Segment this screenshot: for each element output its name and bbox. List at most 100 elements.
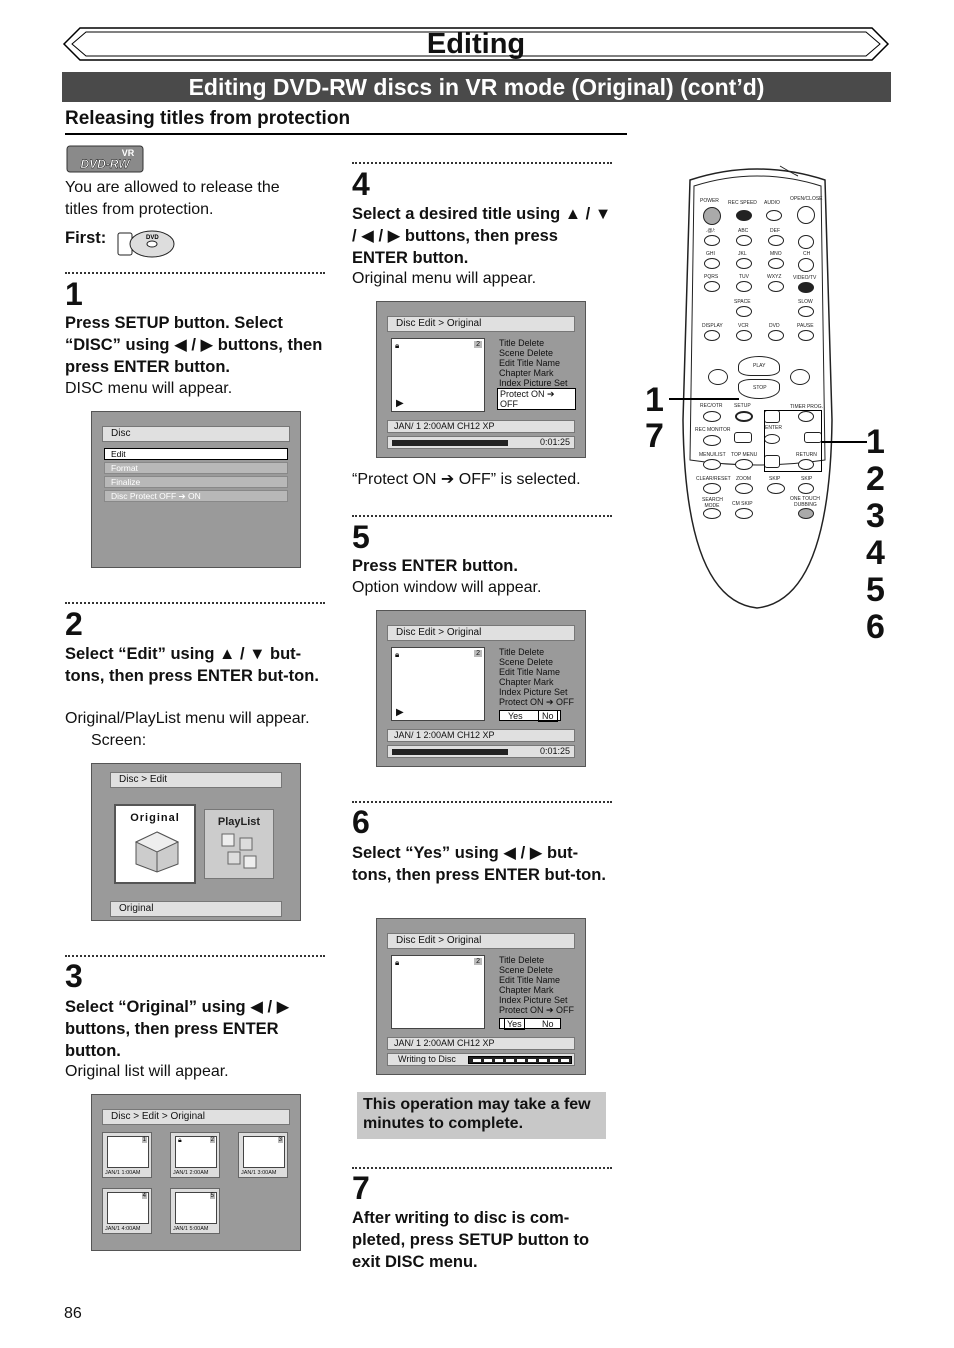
zoom-button[interactable] bbox=[735, 483, 753, 494]
number-1-button[interactable] bbox=[704, 235, 720, 246]
menu-item-finalize[interactable]: Finalize bbox=[104, 476, 288, 488]
original-option[interactable]: Original bbox=[114, 804, 196, 884]
number-3-button[interactable] bbox=[768, 235, 784, 246]
yes-option[interactable]: Yes bbox=[504, 1018, 525, 1030]
cm-skip-button[interactable] bbox=[735, 508, 753, 519]
option-edit-title-name[interactable]: Edit Title Name bbox=[499, 667, 561, 677]
option-title-delete[interactable]: Title Delete bbox=[499, 955, 545, 965]
no-option[interactable]: No bbox=[542, 1019, 554, 1029]
option-edit-title-name[interactable]: Edit Title Name bbox=[499, 358, 561, 368]
dvd-button[interactable] bbox=[768, 330, 784, 341]
menu-item-format[interactable]: Format bbox=[104, 462, 288, 474]
remote-control: POWER REC SPEED AUDIO OPEN/CLOSE .@/: AB… bbox=[680, 160, 835, 610]
step-instruction: After writing to disc is com-pleted, pre… bbox=[352, 1209, 590, 1271]
audio-button[interactable] bbox=[766, 210, 782, 221]
option-scene-delete[interactable]: Scene Delete bbox=[499, 965, 554, 975]
dvd-disc-icon: DVD bbox=[116, 227, 176, 259]
option-scene-delete[interactable]: Scene Delete bbox=[499, 348, 554, 358]
screen-header: Disc Edit > Original bbox=[387, 625, 575, 641]
dubbing-button[interactable] bbox=[798, 508, 814, 519]
callout-number: 6 bbox=[866, 608, 885, 646]
option-index-picture-set[interactable]: Index Picture Set bbox=[499, 378, 568, 388]
skip-forward-button[interactable] bbox=[798, 483, 814, 494]
number-2-button[interactable] bbox=[736, 235, 752, 246]
playlist-option[interactable]: PlayList bbox=[204, 809, 274, 879]
rec-monitor-button[interactable] bbox=[703, 435, 721, 446]
option-protect[interactable]: Protect ON ➔ OFF bbox=[499, 1005, 575, 1015]
return-button[interactable] bbox=[798, 459, 814, 470]
open-close-button[interactable] bbox=[797, 206, 815, 224]
step-divider bbox=[352, 801, 612, 803]
option-chapter-mark[interactable]: Chapter Mark bbox=[499, 677, 554, 687]
title-thumb-1[interactable]: 1 JAN/1 1:00AM bbox=[102, 1132, 152, 1178]
play-icon: ▶ bbox=[396, 398, 404, 409]
channel-down-button[interactable] bbox=[798, 258, 814, 272]
title-thumb-2[interactable]: 🔒︎2 JAN/1 2:00AM bbox=[170, 1132, 220, 1178]
selection-note: “Protect ON ➔ OFF” is selected. bbox=[352, 471, 581, 488]
option-title-delete[interactable]: Title Delete bbox=[499, 338, 545, 348]
number-4-button[interactable] bbox=[704, 258, 720, 269]
rec-speed-button[interactable] bbox=[736, 210, 752, 221]
option-index-picture-set[interactable]: Index Picture Set bbox=[499, 687, 568, 697]
slow-button[interactable] bbox=[798, 306, 814, 317]
rewind-button[interactable] bbox=[708, 369, 728, 385]
banner-frame bbox=[62, 27, 890, 61]
search-mode-button[interactable] bbox=[703, 508, 721, 519]
fast-forward-button[interactable] bbox=[790, 369, 810, 385]
first-label: First: bbox=[65, 229, 107, 247]
title-preview: 🔒︎ 2 bbox=[391, 955, 485, 1029]
step-result: Option window will appear. bbox=[352, 579, 542, 596]
menu-list-button[interactable] bbox=[703, 459, 721, 470]
number-5-button[interactable] bbox=[736, 258, 752, 269]
menu-item-edit[interactable]: Edit bbox=[104, 448, 288, 460]
option-chapter-mark[interactable]: Chapter Mark bbox=[499, 985, 554, 995]
power-button[interactable] bbox=[703, 207, 721, 225]
play-button[interactable] bbox=[738, 356, 780, 376]
skip-back-button[interactable] bbox=[767, 483, 785, 494]
channel-up-button[interactable] bbox=[798, 235, 814, 249]
setup-button[interactable] bbox=[735, 411, 753, 422]
vcr-button[interactable] bbox=[736, 330, 752, 341]
callout-line bbox=[669, 398, 739, 400]
title-thumb-4[interactable]: 4 JAN/1 4:00AM bbox=[102, 1188, 152, 1234]
number-0-button[interactable] bbox=[736, 306, 752, 317]
top-menu-button[interactable] bbox=[735, 459, 753, 470]
video-tv-button[interactable] bbox=[798, 282, 814, 293]
writing-screen: Disc Edit > Original 🔒︎ 2 Title Delete S… bbox=[376, 918, 586, 1075]
writing-progress: Writing to Disc bbox=[387, 1053, 575, 1066]
stop-button[interactable] bbox=[738, 379, 780, 399]
rec-otr-button[interactable] bbox=[703, 411, 721, 422]
screen-header: Disc > Edit > Original bbox=[102, 1109, 290, 1125]
progress-bar: 0:01:25 bbox=[387, 745, 575, 758]
original-label: Original bbox=[130, 812, 180, 824]
option-title-delete[interactable]: Title Delete bbox=[499, 647, 545, 657]
callout-number: 7 bbox=[645, 417, 664, 455]
option-protect[interactable]: Protect ON ➔ OFF bbox=[499, 697, 575, 707]
number-7-button[interactable] bbox=[704, 281, 720, 292]
number-6-button[interactable] bbox=[768, 258, 784, 269]
rec-speed-label: REC SPEED bbox=[728, 200, 757, 206]
number-8-button[interactable] bbox=[736, 281, 752, 292]
yes-option[interactable]: Yes bbox=[508, 711, 523, 721]
option-edit-title-name[interactable]: Edit Title Name bbox=[499, 975, 561, 985]
option-chapter-mark[interactable]: Chapter Mark bbox=[499, 368, 554, 378]
callout-line bbox=[821, 441, 867, 443]
callout-number: 4 bbox=[866, 534, 885, 572]
display-button[interactable] bbox=[704, 330, 720, 341]
title-thumb-5[interactable]: 5 JAN/1 5:00AM bbox=[170, 1188, 220, 1234]
callout-number: 1 bbox=[645, 381, 664, 419]
timer-prog-button[interactable] bbox=[798, 411, 814, 422]
no-option[interactable]: No bbox=[538, 710, 558, 722]
number-9-button[interactable] bbox=[768, 281, 784, 292]
step-divider bbox=[65, 602, 325, 604]
option-protect[interactable]: Protect ON ➔ OFF bbox=[497, 388, 576, 410]
title-preview: 🔒︎ 2 ▶ bbox=[391, 647, 485, 721]
menu-item-disc-protect[interactable]: Disc Protect OFF ➔ ON bbox=[104, 490, 288, 502]
title-thumb-3[interactable]: 3 JAN/1 3:00AM bbox=[238, 1132, 288, 1178]
step-number: 7 bbox=[352, 1170, 370, 1206]
pause-button[interactable] bbox=[798, 330, 814, 341]
clear-reset-button[interactable] bbox=[703, 483, 721, 494]
option-index-picture-set[interactable]: Index Picture Set bbox=[499, 995, 568, 1005]
option-scene-delete[interactable]: Scene Delete bbox=[499, 657, 554, 667]
left-arrow-button[interactable] bbox=[734, 432, 752, 443]
